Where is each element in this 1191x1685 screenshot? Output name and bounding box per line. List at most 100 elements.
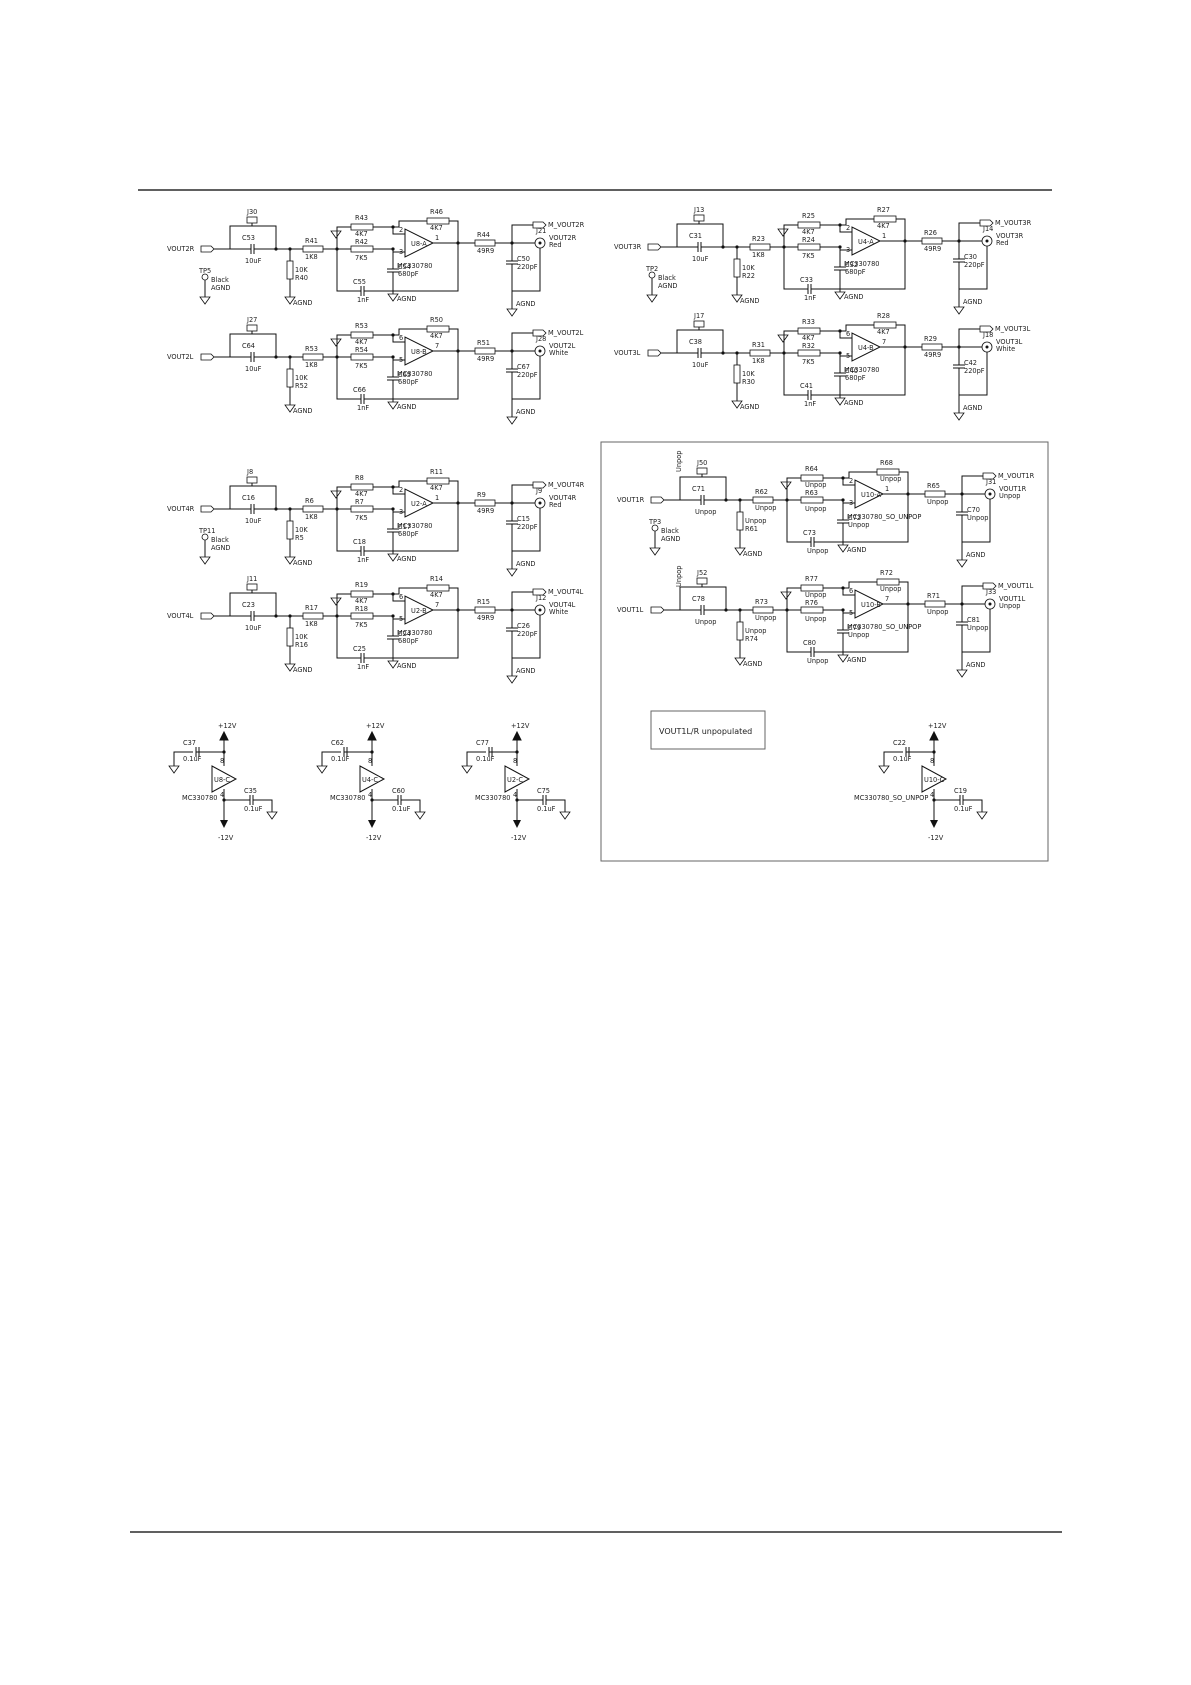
bypass-capacitor	[360, 653, 365, 663]
rca-jack-pin	[538, 349, 542, 353]
output-res-value: Unpop	[927, 498, 948, 506]
series-res-value: 1K8	[752, 357, 765, 365]
pin-label: 2	[399, 226, 403, 234]
minus-supply-label: -12V	[511, 834, 527, 842]
ground-label: AGND	[293, 559, 313, 567]
jack-label: VOUT2R	[549, 234, 577, 242]
filter-cap-ref: C24	[398, 630, 411, 638]
wire	[336, 249, 361, 292]
ground-label: AGND	[847, 546, 867, 554]
decoupling-cap-value: 0.1uF	[954, 805, 973, 813]
bypass-capacitor	[807, 390, 812, 400]
top-res-value: 4K7	[802, 228, 815, 236]
feedback-res-value: 4K7	[430, 224, 443, 232]
jack-ref: J28	[535, 335, 546, 343]
wire	[393, 328, 427, 336]
monitor-net-label: M_VOUT3L	[995, 325, 1031, 333]
decoupling-cap-ref: C37	[183, 739, 196, 747]
bottom-resistor	[797, 349, 821, 357]
input-capacitor	[250, 244, 255, 254]
output-cap-ref: C67	[517, 363, 530, 371]
bottom-res-ref: R76	[805, 599, 818, 607]
bypass-cap-value: 1nF	[804, 294, 816, 302]
shunt-res-value: 10K	[295, 633, 308, 641]
wire	[786, 610, 811, 653]
decoupling-cap-value: 0.1uF	[244, 805, 263, 813]
ground-symbol	[953, 306, 965, 315]
pin-label: 1	[435, 234, 439, 242]
bottom-resistor	[350, 612, 374, 620]
minus-supply-label: -12V	[928, 834, 944, 842]
ground-label: AGND	[397, 295, 417, 303]
filter-cap-ref: C40	[845, 367, 858, 375]
ground-label: AGND	[743, 660, 763, 668]
rca-jack-pin	[538, 241, 542, 245]
feedback-res-ref: R68	[880, 459, 893, 467]
minus-supply-label: -12V	[218, 834, 234, 842]
series-res-ref: R62	[755, 488, 768, 496]
top-res-ref: R77	[805, 575, 818, 583]
wire	[959, 246, 988, 290]
ground-label: AGND	[966, 551, 986, 559]
test-point-color: Black	[658, 274, 676, 282]
rca-jack-pin	[988, 602, 992, 606]
op-amp-symbol	[404, 336, 435, 366]
unpopulated-note: VOUT1L/R unpopulated	[659, 727, 752, 736]
test-point-ground: AGND	[211, 284, 231, 292]
ground-label: AGND	[293, 299, 313, 307]
wire	[512, 615, 541, 659]
filter-cap-ref: C54	[398, 263, 411, 271]
output-res-value: 49R9	[477, 614, 494, 622]
wire	[364, 610, 459, 659]
plus-supply-fill	[220, 732, 228, 740]
wire	[512, 248, 541, 292]
jack-ref: J12	[535, 594, 546, 602]
rca-jack-pin	[988, 492, 992, 496]
series-resistor	[302, 612, 324, 620]
wire	[393, 587, 427, 595]
input-cap-value: 10uF	[245, 257, 262, 265]
op-amp-part: MC330780	[844, 366, 879, 374]
feedback-res-value: Unpop	[880, 585, 901, 593]
wire	[449, 220, 459, 243]
ground-label: AGND	[397, 403, 417, 411]
op-amp-ref: U2-C	[507, 776, 523, 784]
shunt-resistor	[736, 621, 744, 641]
bottom-res-value: 7K5	[355, 362, 368, 370]
decoupling-cap-ref: C77	[476, 739, 489, 747]
series-res-value: Unpop	[755, 614, 776, 622]
plus-supply-label: +12V	[928, 722, 947, 730]
output-res-ref: R15	[477, 598, 490, 606]
test-point-ground: AGND	[661, 535, 681, 543]
input-port-symbol	[650, 496, 665, 504]
ground-symbol	[646, 294, 658, 303]
bottom-res-ref: R18	[355, 605, 368, 613]
ground-symbol	[734, 657, 746, 666]
decoupling-cap-ref: C22	[893, 739, 906, 747]
output-cap-value: 220pF	[517, 263, 538, 271]
ground-symbol	[506, 568, 518, 577]
monitor-net-label: M_VOUT4L	[548, 588, 584, 596]
decoupling-cap-value: 0.1uF	[183, 755, 202, 763]
wire	[783, 353, 808, 396]
jumper-ref: J30	[246, 208, 257, 216]
wire	[679, 476, 727, 500]
plus-supply-fill	[513, 732, 521, 740]
wire	[336, 334, 351, 357]
ground-symbol	[387, 293, 399, 302]
jack-label: VOUT3R	[996, 232, 1024, 240]
bypass-cap-ref: C73	[803, 529, 816, 537]
wire	[843, 471, 877, 479]
wire	[811, 347, 906, 396]
op-amp-symbol	[851, 332, 882, 362]
bottom-res-value: Unpop	[805, 615, 826, 623]
top-res-value: Unpop	[805, 481, 826, 489]
pin-label: 6	[399, 334, 403, 342]
ground-symbol	[777, 228, 789, 237]
wire	[783, 330, 798, 353]
amp-stage-2: VOUT3RJ13C3110uF10KR22AGNDR231K8R254K7R2…	[614, 206, 1032, 315]
output-cap-ref: C15	[517, 515, 530, 523]
input-net-label: VOUT3L	[614, 349, 641, 357]
output-res-value: Unpop	[927, 608, 948, 616]
output-resistor	[924, 600, 946, 608]
